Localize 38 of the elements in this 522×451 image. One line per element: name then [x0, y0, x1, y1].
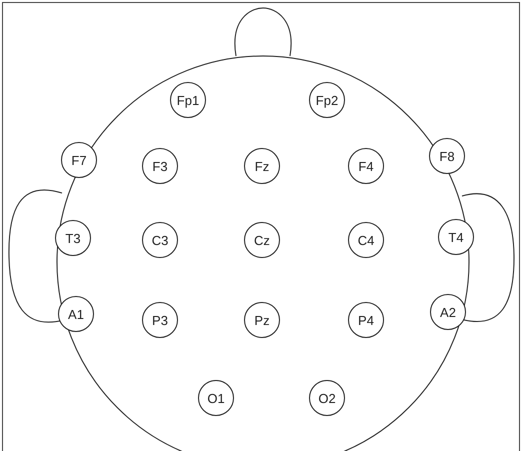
electrode-circle — [244, 148, 280, 184]
electrode-circle — [198, 380, 234, 416]
electrode-label: P4 — [358, 312, 374, 328]
electrode-label: T4 — [448, 230, 464, 244]
electrode-label: Fz — [254, 158, 270, 174]
electrode-circle — [348, 222, 384, 258]
electrode-circle — [348, 302, 384, 338]
electrode-label: F7 — [71, 152, 87, 168]
electrode-circle — [244, 222, 280, 258]
electrode-label: F3 — [152, 158, 168, 174]
electrode-circle — [58, 296, 94, 332]
electrode-label: C3 — [152, 232, 168, 248]
electrode-circle — [438, 219, 474, 255]
electrode-circle — [309, 82, 345, 118]
electrode-circle — [142, 148, 178, 184]
electrode-label: A2 — [440, 304, 456, 320]
electrode-circle — [170, 82, 206, 118]
electrode-circle — [142, 302, 178, 338]
electrode-label: F8 — [439, 148, 455, 164]
electrode-circle — [348, 148, 384, 184]
electrode-circle — [55, 220, 91, 256]
electrode-label: O2 — [318, 390, 336, 406]
electrode-circle — [61, 142, 97, 178]
electrode-label: Cz — [254, 232, 270, 248]
electrode-label: A1 — [68, 306, 84, 322]
electrode-label: P3 — [152, 312, 168, 328]
electrode-label: Fp2 — [316, 92, 338, 108]
electrode-circle — [244, 302, 280, 338]
electrode-circle — [429, 138, 465, 174]
electrode-label: C4 — [358, 232, 374, 248]
electrode-label: F4 — [358, 158, 374, 174]
electrode-label: Fp1 — [176, 92, 200, 108]
electrode-circle — [309, 380, 345, 416]
electrode-circle — [430, 294, 466, 330]
electrode-label: Pz — [254, 312, 270, 328]
electrode-label: T3 — [65, 230, 81, 246]
electrode-label: O1 — [207, 390, 225, 406]
electrode-circle — [142, 222, 178, 258]
